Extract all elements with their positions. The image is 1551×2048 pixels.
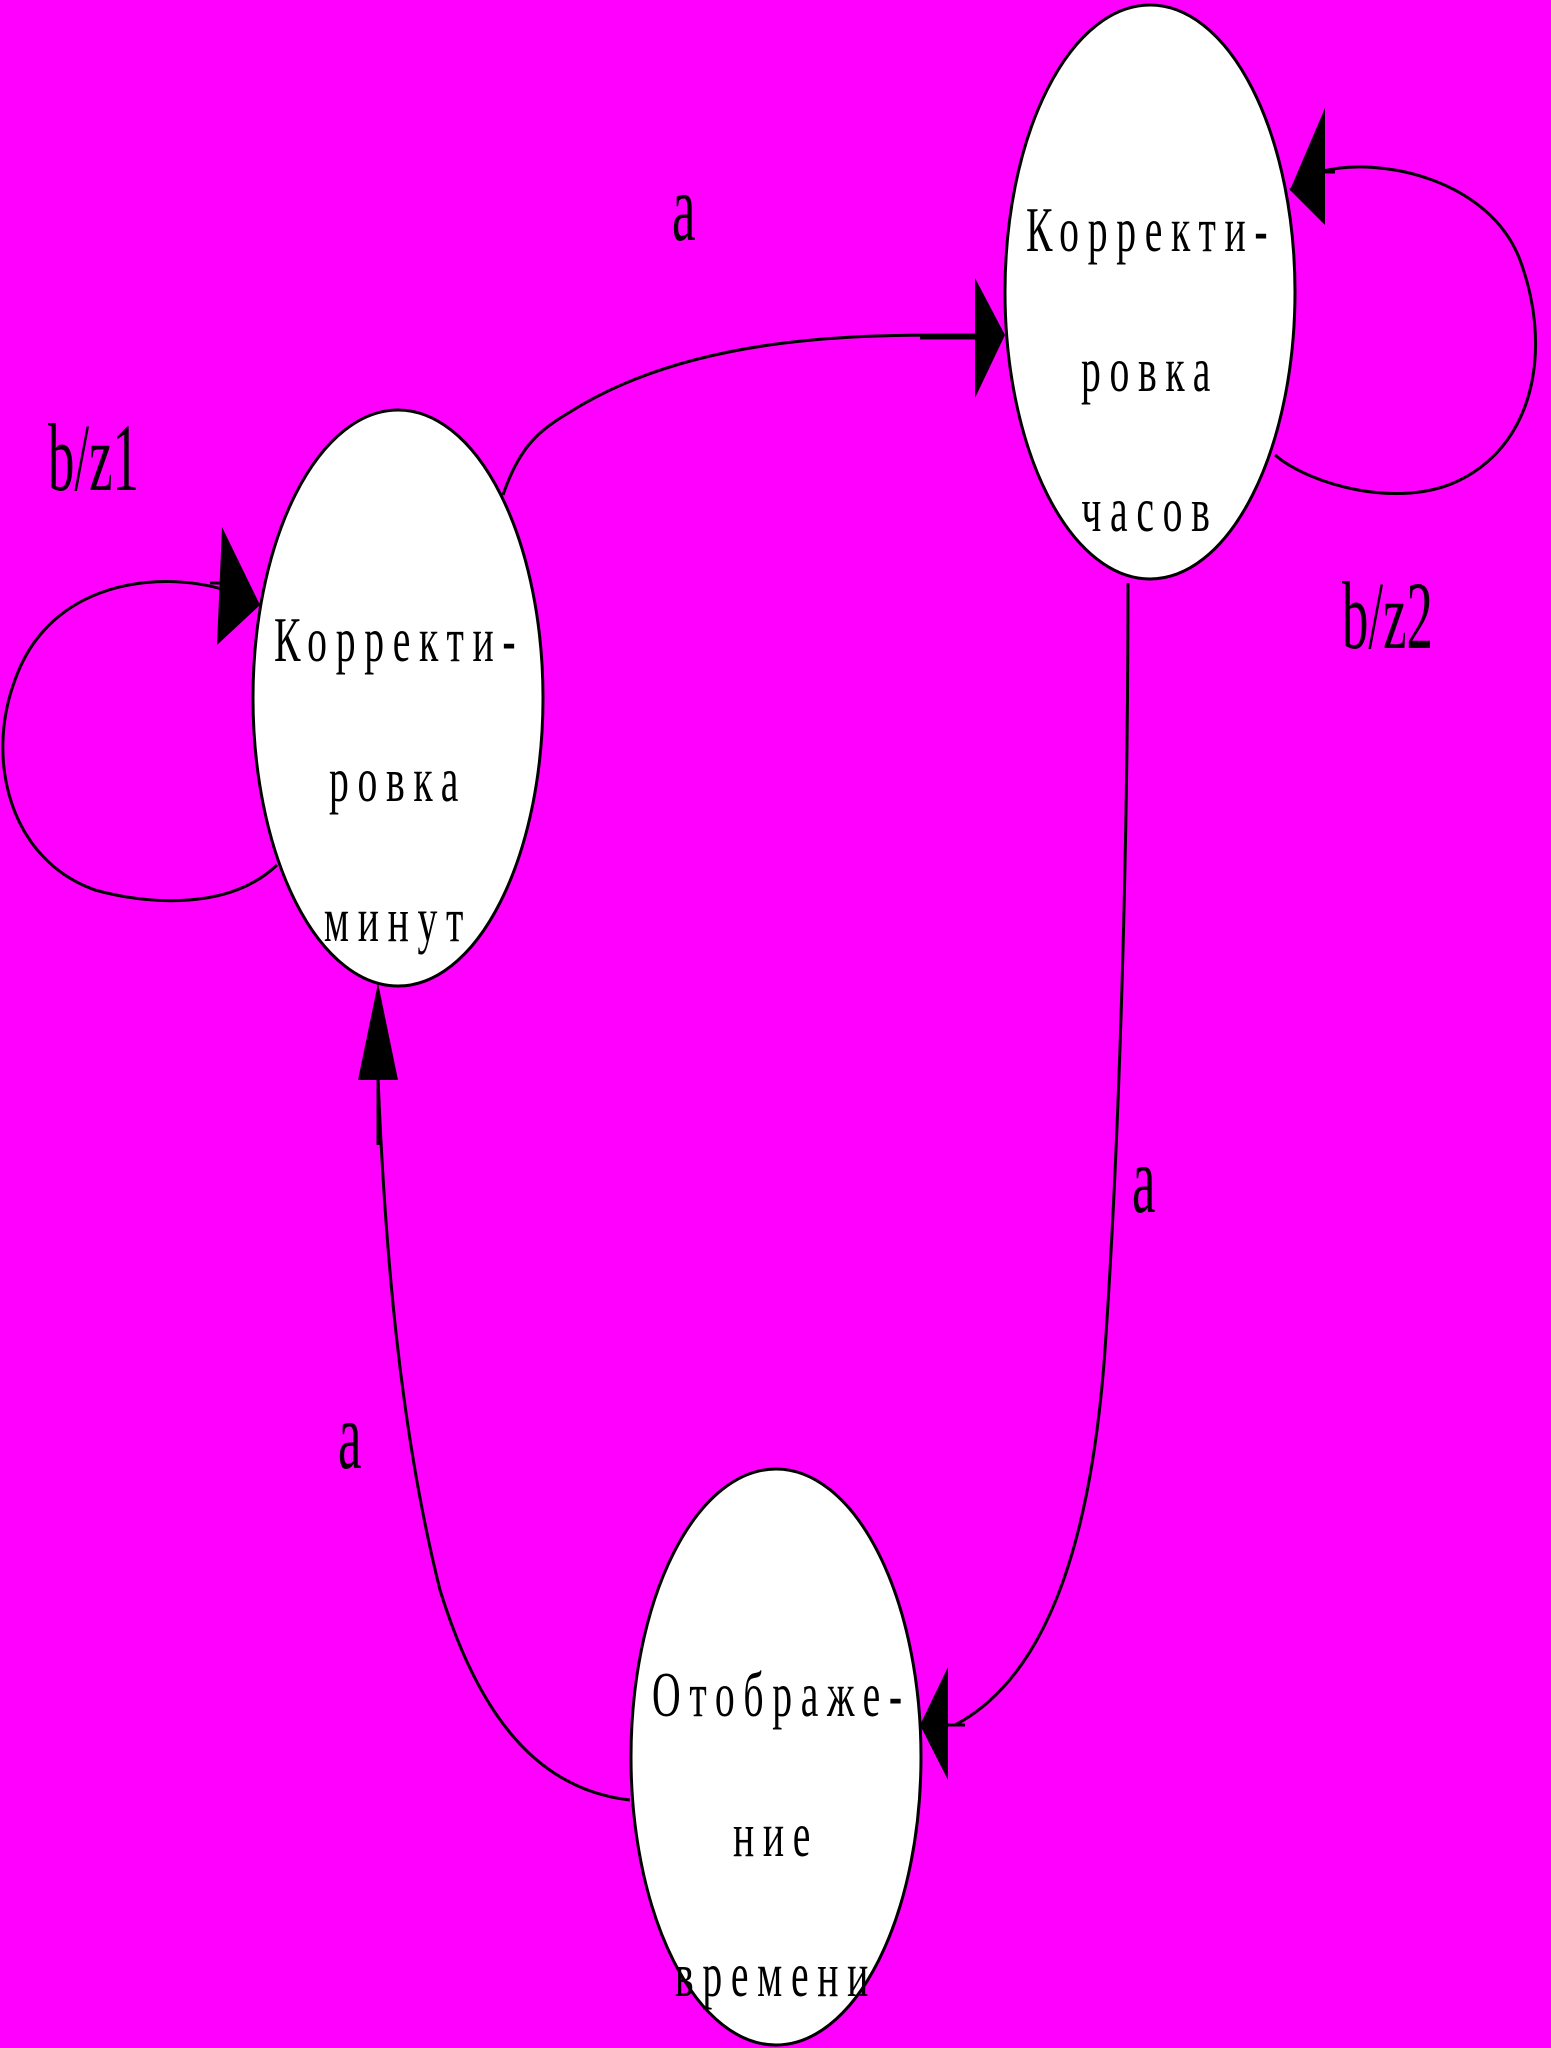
edge-minutes-loop <box>1 580 279 903</box>
node-label-hours-line-1: Корректи- <box>1026 194 1277 265</box>
node-label-hours-line-2: ровка <box>1080 334 1220 405</box>
edge-label-hours-to-display: a <box>1132 1126 1156 1233</box>
node-label-display-line-3: времени <box>674 1939 878 2010</box>
arrowhead-minutes-loop <box>217 527 260 645</box>
edge-hours-loop <box>1274 165 1537 496</box>
node-label-display-line-2: ние <box>732 1799 820 1870</box>
state-node-display <box>629 1467 923 2047</box>
arrowhead-hours-loop <box>1290 108 1325 225</box>
node-label-display-line-1: Отображе- <box>652 1659 911 1730</box>
state-node-hours <box>1003 3 1297 581</box>
edge-label-hours-loop: b/z2 <box>1342 562 1433 669</box>
edge-display-to-minutes <box>376 1077 631 1802</box>
arrowhead-hours-to-display <box>920 1667 948 1780</box>
node-label-minutes-line-1: Корректи- <box>274 604 525 675</box>
node-label-hours-line-3: часов <box>1081 474 1219 545</box>
edge-minutes-to-hours <box>501 333 981 496</box>
node-label-minutes-line-2: ровка <box>328 744 468 815</box>
arrowhead-minutes-to-hours <box>975 278 1005 398</box>
edge-hours-to-display <box>954 582 1130 1727</box>
arrowhead-display-to-minutes <box>358 983 398 1080</box>
state-node-minutes <box>251 408 545 988</box>
node-label-minutes-line-3: минут <box>323 884 473 955</box>
node-label-display: Отображе- ние времени <box>652 1625 911 2045</box>
edge-label-display-to-minutes: a <box>338 1382 362 1489</box>
node-label-minutes: Корректи- ровка минут <box>274 570 522 990</box>
edge-label-minutes-loop: b/z1 <box>48 404 139 511</box>
node-label-hours: Корректи- ровка часов <box>1026 160 1274 580</box>
edge-label-minutes-to-hours: a <box>672 154 696 261</box>
